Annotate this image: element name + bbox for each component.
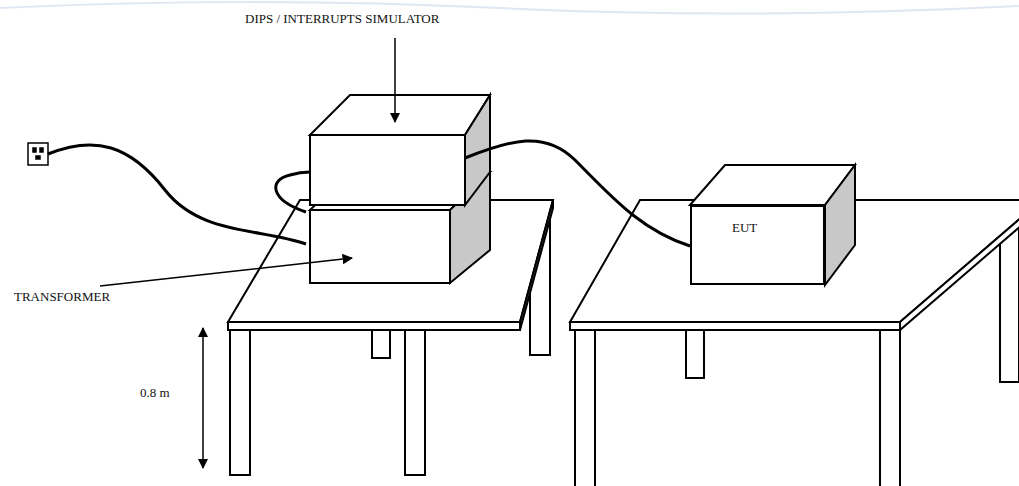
wall-socket (28, 143, 48, 165)
node-text: EUT (732, 221, 757, 235)
left-table (228, 200, 553, 475)
table-top (228, 200, 553, 322)
table-edge (520, 200, 553, 330)
table-edge (900, 210, 1019, 330)
power-cable (48, 141, 690, 246)
right-table (570, 200, 1019, 486)
table-edge (228, 322, 520, 330)
table-leg (575, 330, 595, 486)
height-dimension (202, 328, 204, 468)
table-leg (230, 330, 250, 475)
table-leg (405, 330, 425, 475)
table-leg (686, 330, 704, 378)
callout-label: DIPS / INTERRUPTS SIMULATOR (245, 12, 439, 26)
border-decoration (0, 2, 1019, 14)
dimension-label: 0.8 m (140, 386, 170, 400)
simulator-box (310, 95, 490, 205)
leader-arrow (100, 38, 395, 286)
table-edge (570, 322, 900, 330)
eut-box (690, 165, 855, 285)
table-leg (880, 330, 900, 486)
callout-label: TRANSFORMER (14, 290, 110, 304)
eut-box-front: EUT (690, 205, 825, 285)
